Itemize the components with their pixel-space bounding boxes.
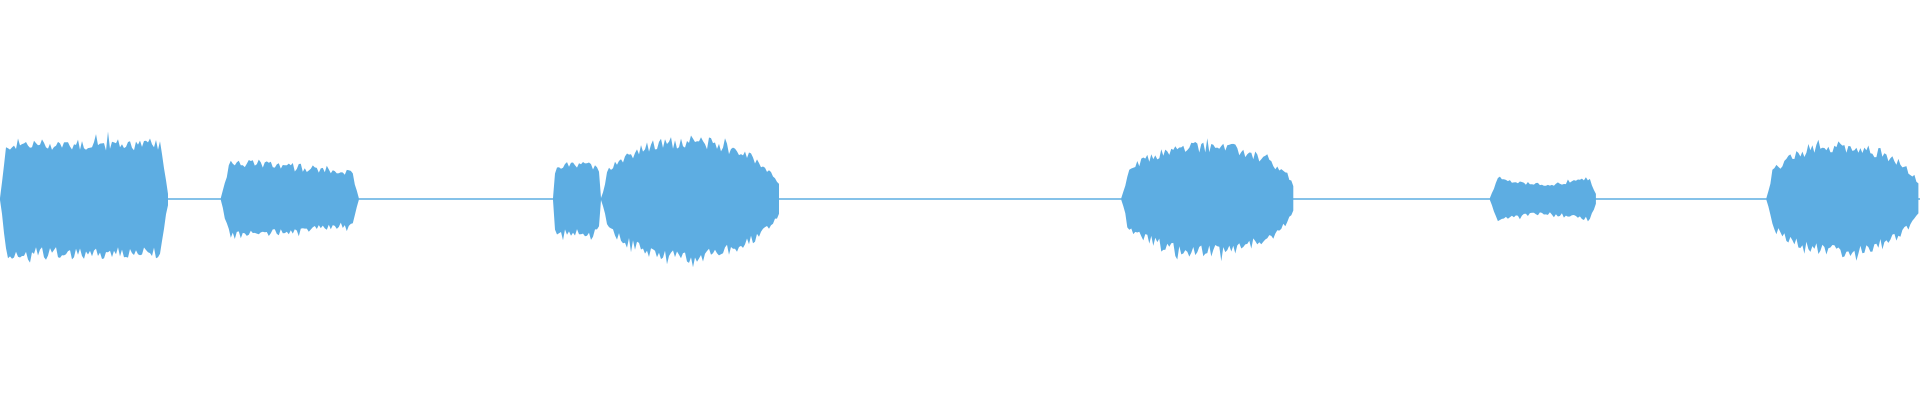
waveform-burst-4 [1121,138,1294,262]
waveform-bursts [0,131,1919,268]
waveform-burst-1 [0,131,168,263]
waveform-burst-3a [553,162,601,241]
waveform-burst-6 [1766,139,1919,261]
waveform-burst-2 [220,159,359,239]
waveform-burst-5 [1489,176,1596,222]
waveform-burst-3b [601,135,779,268]
